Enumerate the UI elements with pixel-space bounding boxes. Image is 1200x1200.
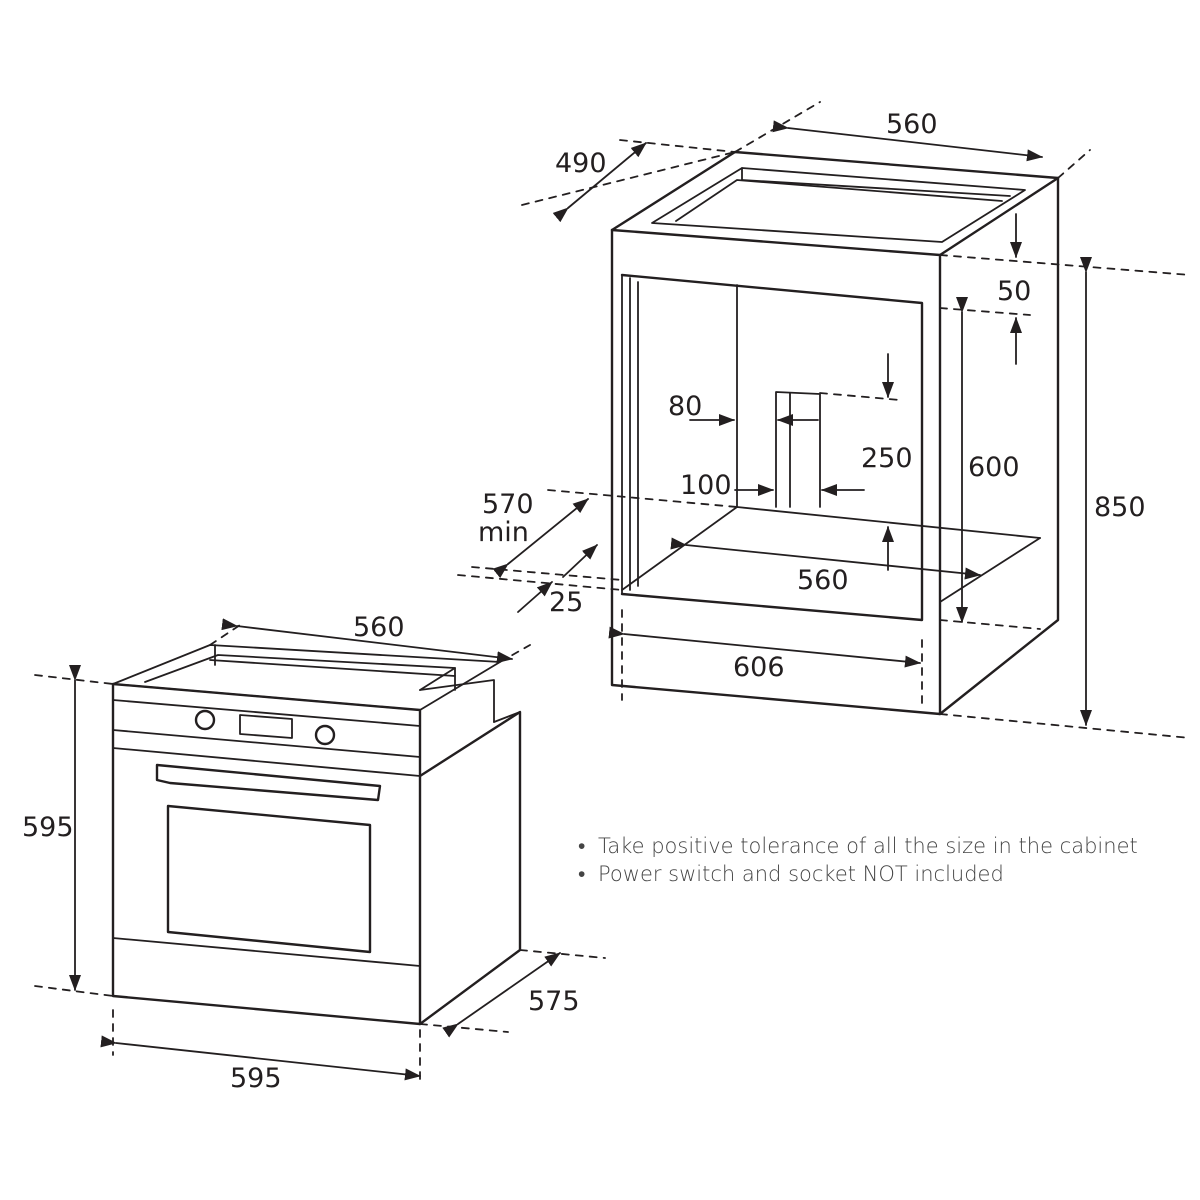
ext-line [519,949,606,959]
label-cabinet-inner-width: 560 [797,565,849,596]
label-front-gap: 25 [549,587,583,618]
ext-line [619,139,736,153]
dim-inner-width-arrow [670,537,981,580]
oven-knob-right [314,724,336,746]
oven-front-outline [111,682,422,1026]
oven-side-top [493,711,521,723]
label-oven-height: 595 [22,812,74,843]
label-oven-depth: 575 [528,986,580,1017]
oven-door-window [166,804,372,954]
label-vent-offset: 80 [668,391,702,422]
cabinet-inner-opening [620,273,924,622]
dim-oven-top-width-arrow [221,618,513,664]
ext-line [939,254,1191,276]
dim-front-gap-arrow-b [517,581,553,613]
cabinet-top-outline [610,150,1060,257]
cabinet-side-outline [938,176,1060,716]
oven-display [239,714,293,739]
oven-door-handle [155,763,382,802]
ext-line [34,985,114,997]
ext-line [521,151,736,206]
vent-slot [775,391,821,508]
label-depth-min-text: min [478,517,529,548]
cabinet-top-opening [651,167,1026,243]
oven-side-outline [418,710,522,1026]
oven-top-frame-rim [419,679,495,723]
cabinet-floor-right [939,537,1041,603]
dim-oven-width-arrow [100,1035,421,1081]
ext-line [34,674,114,685]
label-cabinet-opening-height: 600 [968,452,1020,483]
oven-panel-bottom-line-b [112,747,421,777]
oven-drawing: 560 595 595 575 [22,612,606,1094]
label-oven-top-width: 560 [353,612,405,643]
ext-line [471,566,623,581]
ext-line [1057,149,1091,179]
oven-panel-bottom-line [112,729,421,758]
ext-line [209,624,241,646]
label-vent-height: 250 [861,443,913,474]
bullet: • [578,834,586,858]
dim-outer-width-arrow [608,626,921,668]
dim-front-gap-arrow [562,544,598,578]
ext-line [547,489,738,508]
dim-depth-min-arrow [492,498,589,579]
oven-top-frame-edge [209,659,456,677]
note-item: • Power switch and socket NOT included [578,860,1138,888]
label-oven-width: 595 [230,1063,282,1094]
dim-oven-depth-arrow [442,952,561,1038]
cabinet-top-inner-back [675,179,1003,222]
bullet: • [578,862,586,886]
ext-line [939,619,1041,630]
label-vent-width: 100 [680,470,732,501]
ext-line [819,392,901,401]
ext-line [734,101,821,153]
note-text: Take positive tolerance of all the size … [598,834,1138,858]
cabinet-drawing: 560 490 50 850 600 80 250 100 570 min 25… [457,101,1191,739]
cabinet-floor-back [736,506,1041,539]
note-text: Power switch and socket NOT included [598,862,1004,886]
oven-panel-top-line [112,699,421,727]
installation-notes: • Take positive tolerance of all the size… [578,832,1138,888]
label-cabinet-height-total: 850 [1094,492,1146,523]
note-item: • Take positive tolerance of all the size… [578,832,1138,860]
ext-line [939,307,1031,316]
label-cabinet-top-width: 560 [886,109,938,140]
ext-line [499,644,531,663]
label-cabinet-top-gap: 50 [997,276,1031,307]
dim-top-depth-arrow [552,142,647,223]
ext-line [457,574,623,591]
label-cabinet-top-depth: 490 [555,148,607,179]
label-cabinet-outer-width: 606 [733,652,785,683]
ext-line [939,713,1191,739]
cabinet-top-rim-b [741,179,1011,197]
oven-bottom-strip [112,937,421,967]
oven-knob-left [194,709,216,731]
label-depth-min-value: 570 [482,489,534,520]
dim-top-width-arrow [772,120,1043,162]
ext-line [419,1023,509,1033]
